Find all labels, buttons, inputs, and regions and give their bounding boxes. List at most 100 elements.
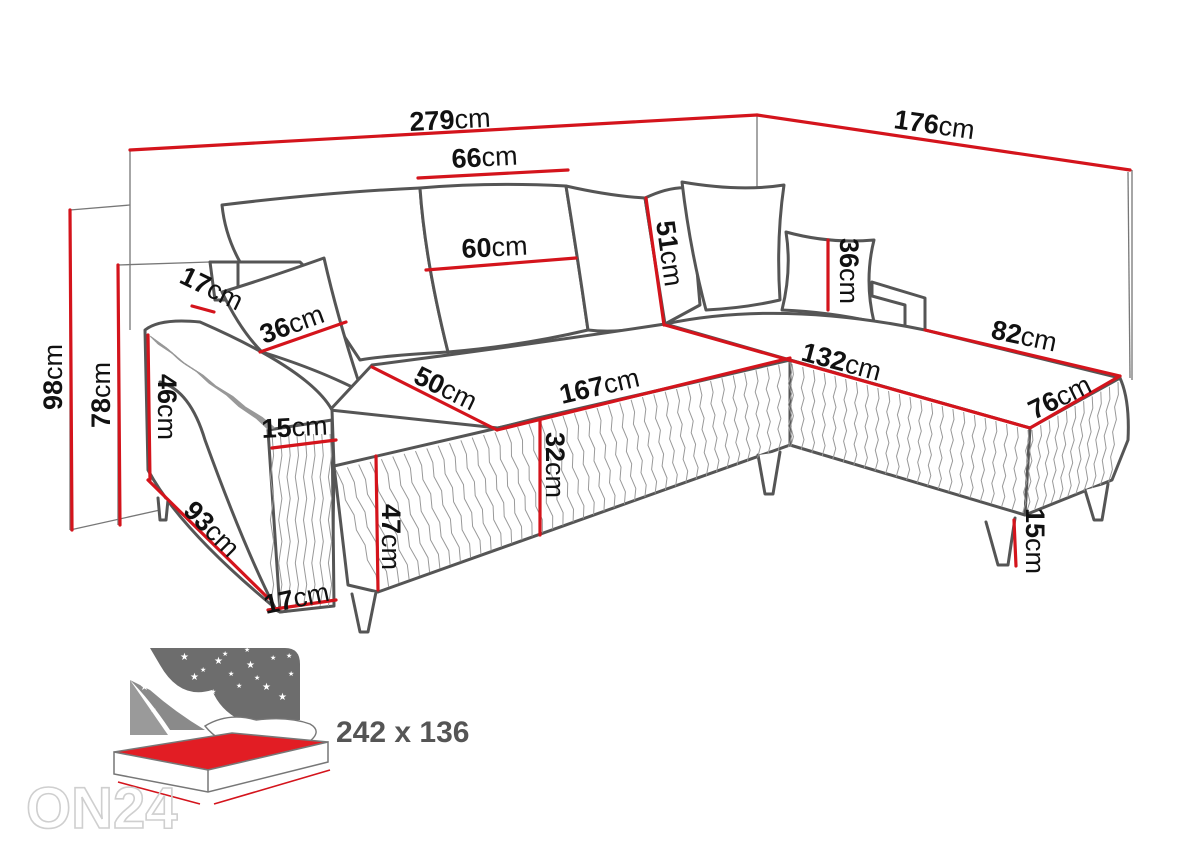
ruche-line [927,402,934,487]
label-small-pillow-right: 36cm [834,238,864,304]
star-icon: ★ [278,692,287,703]
svg-text:46cm: 46cm [152,374,182,440]
ruche-line [842,378,848,463]
ruche-line [832,375,837,460]
ruche-line [853,381,859,466]
ruche-line [278,433,283,607]
label-back-height: 78cm [86,362,116,428]
star-icon: ★ [270,654,276,662]
ruche-line [811,369,816,454]
star-icon: ★ [200,666,206,674]
star-field-icon: ★★★★★★★★★★★★★★★★★★★★ [140,646,294,714]
svg-text:32cm: 32cm [540,432,570,498]
label-chaise-back: 82cm [989,315,1060,358]
label-cushion-width: 66cm [451,141,519,174]
dimension-lines [68,113,1132,612]
ruche-line [327,433,333,607]
ruche-line [1075,401,1085,495]
star-icon: ★ [190,672,199,683]
svg-text:98cm: 98cm [38,344,68,410]
ruche-line [990,420,998,505]
star-icon: ★ [180,652,189,663]
ruche-line [958,411,966,496]
ruche-line [676,388,689,483]
ruche-line [596,407,616,508]
ruche-line [906,396,912,481]
ruche-line [754,370,761,458]
svg-text:15cm: 15cm [261,411,329,444]
ruche-line [449,442,482,555]
ruche-line [1091,391,1102,489]
ruche-line [1011,426,1019,511]
ruche-line [335,469,379,591]
label-leg-height: 15cm [1020,508,1050,574]
ruche-line [874,387,880,472]
on24-logo: ON24 [26,776,178,841]
svg-text:51cm: 51cm [650,219,689,289]
star-icon: ★ [246,660,255,671]
label-total-height: 98cm [38,344,68,410]
ruche-line [346,467,390,587]
ruche-line [979,417,987,502]
ruche-line [1042,420,1051,507]
star-icon: ★ [170,694,176,702]
ruche-line [710,380,720,473]
ruche-line [721,378,730,469]
star-icon: ★ [236,682,242,690]
svg-text:82cm: 82cm [989,315,1060,358]
star-icon: ★ [254,674,260,682]
ruche-line [948,408,955,493]
ruche-line [157,343,276,429]
ruche-line [437,445,472,558]
ruche-line [916,399,923,484]
label-arm-height: 46cm [152,374,182,440]
ruche-line [551,418,575,523]
label-base-height: 32cm [540,432,570,498]
star-icon: ★ [196,696,202,704]
svg-text:47cm: 47cm [376,504,406,570]
ruche-line [765,367,772,455]
label-arm-width: 15cm [261,411,329,444]
svg-text:60cm: 60cm [461,231,529,264]
star-icon: ★ [288,670,294,678]
ruche-line [539,421,564,526]
label-cushion-inner: 60cm [461,231,529,264]
ruche-line [294,433,300,607]
ruche-line [653,394,668,490]
ruche-line [311,433,316,607]
ruche-line [776,364,782,451]
ruche-line [1001,423,1009,508]
ruche-line [460,440,492,551]
ruche-line [790,363,794,448]
ruche-line [607,405,626,505]
ruche-line [895,393,901,478]
svg-text:15cm: 15cm [1020,508,1050,574]
ruche-line [619,402,637,501]
ruche-line [403,453,441,569]
bed-size-label: 242 x 136 [336,716,469,749]
ruche-line [787,361,793,448]
ruche-line [494,432,523,541]
label-seat-height: 47cm [376,504,406,570]
ruche-line [821,372,827,457]
ruche-line [937,405,944,490]
label-corner-depth: 176cm [892,104,976,145]
star-icon: ★ [262,682,271,693]
star-icon: ★ [286,652,292,660]
ruche-line [630,399,647,498]
ruche-line [1034,425,1043,510]
ruche-line [863,384,869,469]
label-total-width: 279cm [409,103,492,137]
ruche-line [302,433,308,607]
ruche-line [426,448,461,562]
label-cushion-height: 51cm [650,219,689,289]
ruche-line [483,434,513,544]
ruche-line [1108,381,1119,483]
star-icon: ★ [244,646,250,654]
ruche-line [698,383,710,476]
ruche-line [732,375,741,466]
ruche-line [392,456,431,573]
sofa-body [143,180,1130,634]
